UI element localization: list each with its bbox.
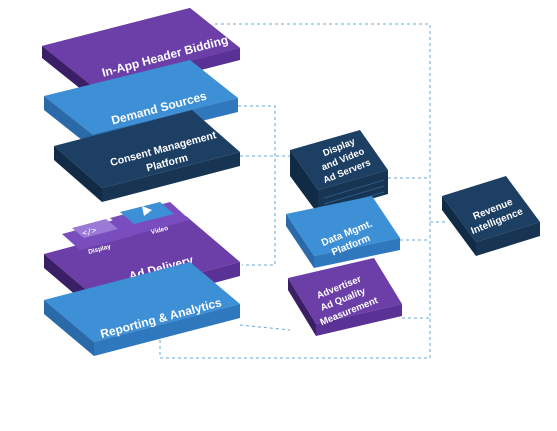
code-icon: </> — [81, 225, 97, 237]
video-card-label: Video — [150, 225, 169, 236]
connector-lines — [159, 23, 445, 359]
play-icon — [142, 206, 152, 216]
consent-management-block: Consent Management Platform — [54, 110, 240, 202]
connector-reporting — [239, 324, 291, 331]
video-card: Video — [110, 202, 190, 236]
data-mgmt-block: Data Mgmt. Platform — [286, 196, 400, 268]
connector-right-column — [159, 205, 431, 359]
connector-demand-delivery — [238, 105, 276, 266]
ad-quality-block: Advertiser Ad Quality Measurement — [288, 258, 402, 336]
revenue-intelligence-block: Revenue Intelligence — [442, 176, 540, 256]
ad-servers-block: Display and Video Ad Servers — [290, 130, 388, 214]
